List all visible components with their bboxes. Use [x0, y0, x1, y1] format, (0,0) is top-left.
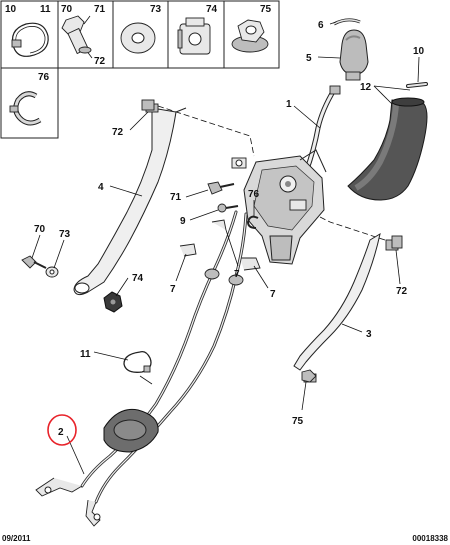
gear-lever-gaiter — [347, 97, 428, 201]
callout-6: 6 — [318, 20, 324, 31]
callout-11: 11 — [80, 349, 91, 360]
thumb-label-70: 70 — [61, 4, 73, 15]
callout-7-left: 7 — [170, 284, 176, 295]
callout-1: 1 — [286, 99, 292, 110]
thumb-label-10: 10 — [5, 4, 17, 15]
footer-date: 09/2011 — [2, 534, 31, 543]
highlight-circle — [47, 414, 77, 446]
washer-73 — [45, 266, 59, 278]
callout-75: 75 — [292, 416, 304, 427]
pin-9 — [217, 203, 239, 213]
gear-lever-housing — [231, 85, 341, 265]
callout-3: 3 — [366, 329, 372, 340]
thumb-label-73: 73 — [150, 4, 162, 15]
circlip-76 — [246, 215, 259, 229]
bolt-70 — [21, 255, 47, 269]
callout-9: 9 — [180, 216, 186, 227]
thumb-label-75: 75 — [260, 4, 272, 15]
callout-73: 73 — [59, 229, 71, 240]
callout-76: 76 — [248, 189, 260, 200]
clip-7b — [240, 257, 261, 271]
callout-7-middle: 7 — [234, 269, 240, 280]
callout-70: 70 — [34, 224, 46, 235]
bolt-71 — [207, 181, 235, 195]
callout-7-right: 7 — [270, 289, 276, 300]
nut-75 — [301, 369, 317, 383]
gear-knob-ring — [333, 18, 361, 26]
cable-tie-thumbnail: 10 11 — [5, 4, 51, 57]
thumb-label-71: 71 — [94, 4, 106, 15]
callout-labels: 6 5 10 12 1 72 4 71 76 9 70 73 74 7 7 7 … — [34, 20, 425, 438]
gear-knob — [339, 29, 369, 81]
callout-12: 12 — [360, 82, 372, 93]
gear-selector-cables — [35, 210, 248, 527]
bolt-thumbnail: 70 71 72 — [61, 4, 106, 67]
callout-2: 2 — [58, 427, 64, 438]
thumb-label-72: 72 — [94, 56, 106, 67]
bolt-72-left — [141, 99, 155, 111]
right-support-rod — [293, 232, 399, 383]
small-rod — [406, 82, 428, 88]
callout-72-left: 72 — [112, 127, 124, 138]
thumb-label-74: 74 — [206, 4, 218, 15]
callout-74: 74 — [132, 273, 144, 284]
callout-4: 4 — [98, 182, 104, 193]
circlip-thumbnail: 76 — [9, 72, 50, 126]
cable-tie-11 — [123, 350, 152, 373]
callout-72-right: 72 — [396, 286, 408, 297]
bolt-72-right — [391, 235, 403, 249]
washer-thumbnail: 73 — [120, 4, 162, 54]
clip-7c — [211, 219, 227, 231]
flange-nut-thumbnail: 75 — [231, 4, 272, 53]
callout-5: 5 — [306, 53, 312, 64]
callout-10: 10 — [413, 46, 425, 57]
thumbnail-grid: 10 11 70 71 72 73 74 — [0, 0, 280, 139]
thumb-label-11: 11 — [40, 4, 51, 15]
nut-74 — [103, 291, 123, 313]
thumb-label-76: 76 — [38, 72, 50, 83]
clip-nut-thumbnail: 74 — [177, 4, 218, 55]
callout-71: 71 — [170, 192, 182, 203]
footer-reference: 00018338 — [412, 534, 448, 543]
leader-lines — [31, 21, 420, 475]
clip-7a — [179, 243, 197, 257]
